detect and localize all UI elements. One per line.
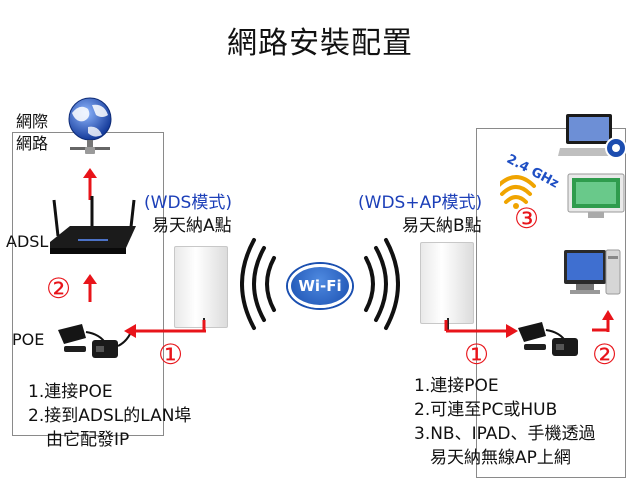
right-step-three-marker: ③ <box>514 202 540 235</box>
laptop-icon <box>558 114 627 159</box>
wifi-signal-icon <box>500 175 536 209</box>
right-step-two-marker: ② <box>592 338 618 371</box>
right-step-item: 2.可連至PC或HUB <box>414 400 558 420</box>
right-frame <box>476 128 626 478</box>
arrow-right-icon <box>444 320 518 338</box>
antenna-a-device <box>174 246 228 328</box>
wifi-waves-icon <box>240 238 400 330</box>
arrow-up-icon <box>592 310 614 332</box>
adsl-router-icon <box>50 196 136 254</box>
left-step-one-marker: ① <box>158 338 184 371</box>
desktop-pc-icon <box>564 249 621 295</box>
globe-network-icon <box>68 97 112 154</box>
page-title: 網路安裝配置 <box>227 26 413 61</box>
left-mode-label: (WDS模式) <box>144 193 232 213</box>
right-node-name: 易天納B點 <box>402 216 482 236</box>
left-step-item: 1.連接POE <box>28 382 113 402</box>
arrow-left-icon <box>124 320 206 338</box>
right-mode-label: (WDS+AP模式) <box>358 193 483 213</box>
right-step-item: 3.NB、IPAD、手機透過 <box>414 424 596 444</box>
right-steps: 1.連接POE 2.可連至PC或HUB 3.NB、IPAD、手機透過 易天納無線… <box>414 374 596 470</box>
left-step-item: 2.接到ADSL的LAN埠 <box>28 406 192 426</box>
internet-label-line1: 網際 <box>16 112 49 131</box>
left-steps: 1.連接POE 2.接到ADSL的LAN埠 由它配發IP <box>28 380 191 452</box>
monitor-icon <box>567 173 625 218</box>
internet-label-line2: 網路 <box>16 134 49 153</box>
antenna-b-device <box>420 242 474 324</box>
adsl-label: ADSL <box>6 232 49 251</box>
left-step-two-marker: ② <box>46 272 72 305</box>
wifi-badge: Wi-Fi <box>288 264 352 308</box>
right-step-one-marker: ① <box>464 338 490 371</box>
poe-injector-icon <box>518 322 578 356</box>
poe-label: POE <box>12 330 45 349</box>
arrow-up-icon <box>83 168 97 200</box>
right-step-item: 易天納無線AP上網 <box>430 448 571 468</box>
left-node-name: 易天納A點 <box>152 216 232 236</box>
right-step-item: 1.連接POE <box>414 376 499 396</box>
arrow-up-icon <box>83 274 97 302</box>
left-step-item: 由它配發IP <box>46 430 130 450</box>
poe-injector-icon <box>58 324 131 358</box>
